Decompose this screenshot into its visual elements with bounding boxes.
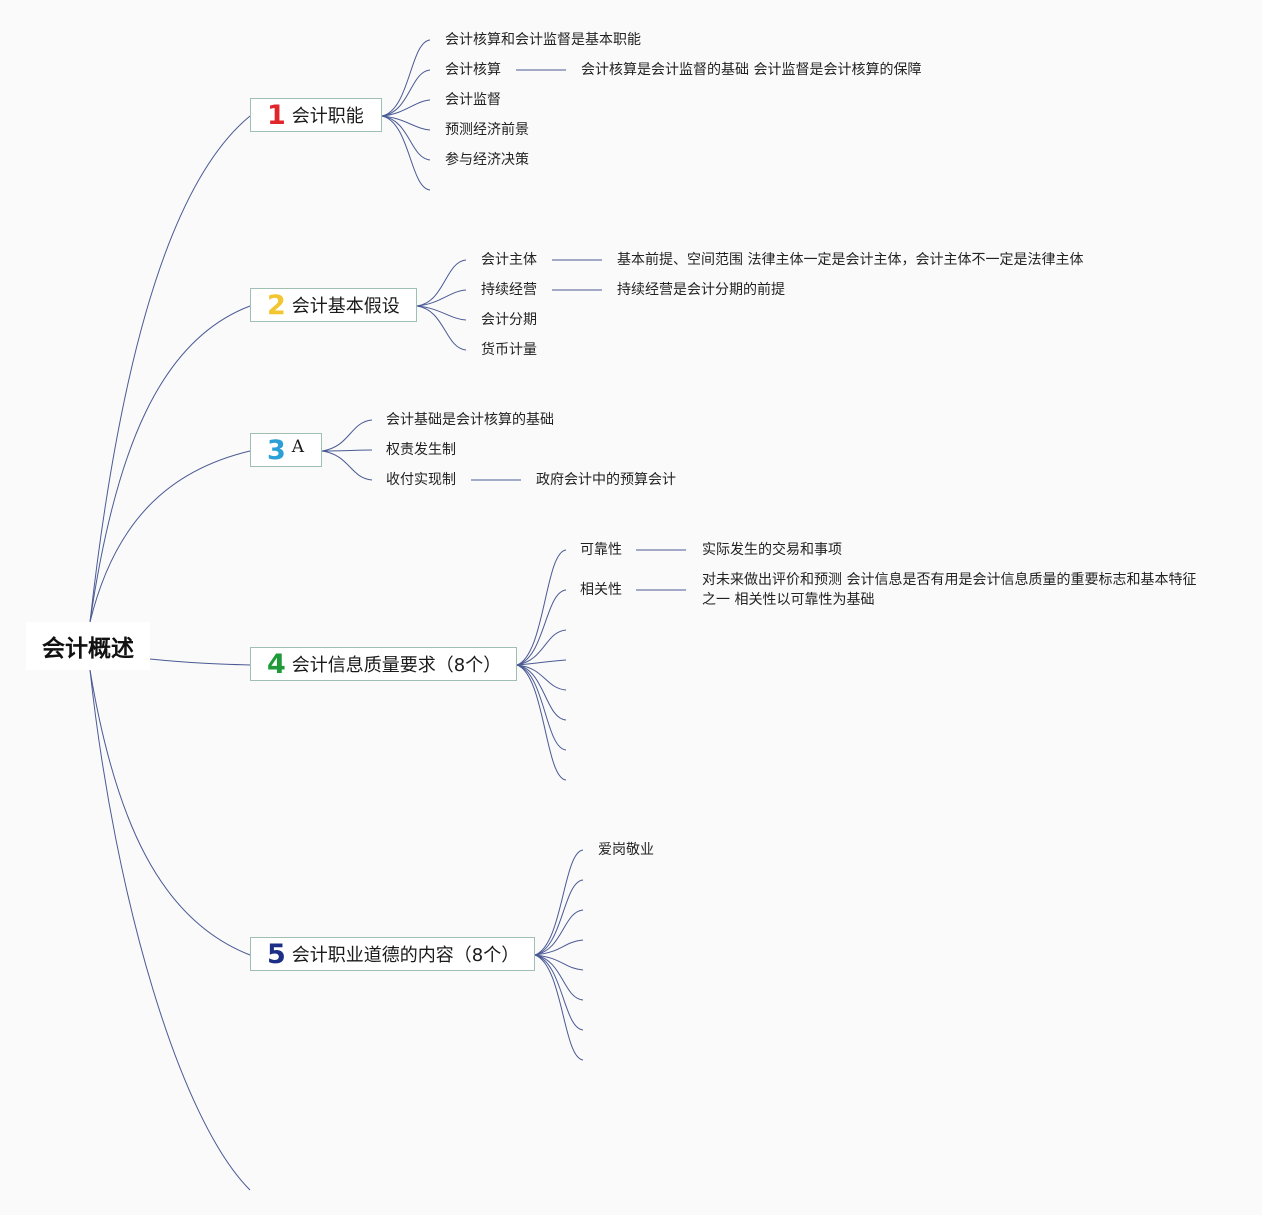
branch-label: 会计信息质量要求（8个）	[291, 655, 502, 676]
link-root-b6	[89, 669, 251, 1191]
branch-accounting-basis[interactable]: 3 A	[250, 433, 322, 467]
detail-topic[interactable]: 政府会计中的预算会计	[536, 472, 676, 488]
leaf-topic[interactable]: 参与经济决策	[445, 152, 529, 168]
leaf-topic[interactable]: 会计核算和会计监督是基本职能	[445, 32, 641, 48]
link-root-b3	[89, 450, 251, 623]
leaf-topic[interactable]: 货币计量	[481, 342, 537, 358]
link-root-b4	[149, 658, 251, 666]
branch-professional-ethics[interactable]: 5 会计职业道德的内容（8个）	[250, 937, 535, 971]
number-4-icon: 4	[267, 648, 286, 680]
number-3-icon: 3	[267, 434, 286, 466]
branch-label: A	[291, 437, 305, 457]
leaf-topic[interactable]: 会计分期	[481, 312, 537, 328]
leaf-topic[interactable]: 会计核算	[445, 62, 501, 78]
detail-topic[interactable]: 对未来做出评价和预测 会计信息是否有用是会计信息质量的重要标志和基本特征之一 相…	[702, 572, 1197, 608]
branch-label: 会计职业道德的内容（8个）	[291, 945, 520, 966]
detail-topic[interactable]: 会计核算是会计监督的基础 会计监督是会计核算的保障	[581, 62, 922, 78]
link-root-b2	[89, 305, 251, 623]
root-topic[interactable]: 会计概述	[26, 622, 150, 670]
link-root-b1	[89, 115, 251, 623]
leaf-topic[interactable]: 相关性	[580, 582, 622, 598]
leaf-topic[interactable]: 可靠性	[580, 542, 622, 558]
leaf-topic[interactable]: 会计监督	[445, 92, 501, 108]
leaf-topic[interactable]: 爱岗敬业	[598, 842, 654, 858]
branch-basic-assumptions[interactable]: 2 会计基本假设	[250, 288, 417, 322]
number-2-icon: 2	[267, 289, 286, 321]
number-1-icon: 1	[267, 99, 286, 131]
leaf-topic[interactable]: 预测经济前景	[445, 122, 529, 138]
branch-info-quality[interactable]: 4 会计信息质量要求（8个）	[250, 647, 517, 681]
leaf-topic[interactable]: 持续经营	[481, 282, 537, 298]
leaf-topic[interactable]: 权责发生制	[386, 442, 456, 458]
leaf-topic[interactable]: 会计主体	[481, 252, 537, 268]
leaf-topic[interactable]: 收付实现制	[386, 472, 456, 488]
detail-topic[interactable]: 基本前提、空间范围 法律主体一定是会计主体，会计主体不一定是法律主体	[617, 252, 1084, 268]
branch-label: 会计职能	[291, 106, 364, 127]
branch-accounting-functions[interactable]: 1 会计职能	[250, 98, 382, 132]
number-5-icon: 5	[267, 938, 286, 970]
branch-label: 会计基本假设	[291, 296, 400, 317]
leaf-topic[interactable]: 会计基础是会计核算的基础	[386, 412, 554, 428]
link-root-b5	[89, 669, 251, 956]
detail-topic[interactable]: 持续经营是会计分期的前提	[617, 282, 785, 298]
detail-topic[interactable]: 实际发生的交易和事项	[702, 542, 842, 558]
